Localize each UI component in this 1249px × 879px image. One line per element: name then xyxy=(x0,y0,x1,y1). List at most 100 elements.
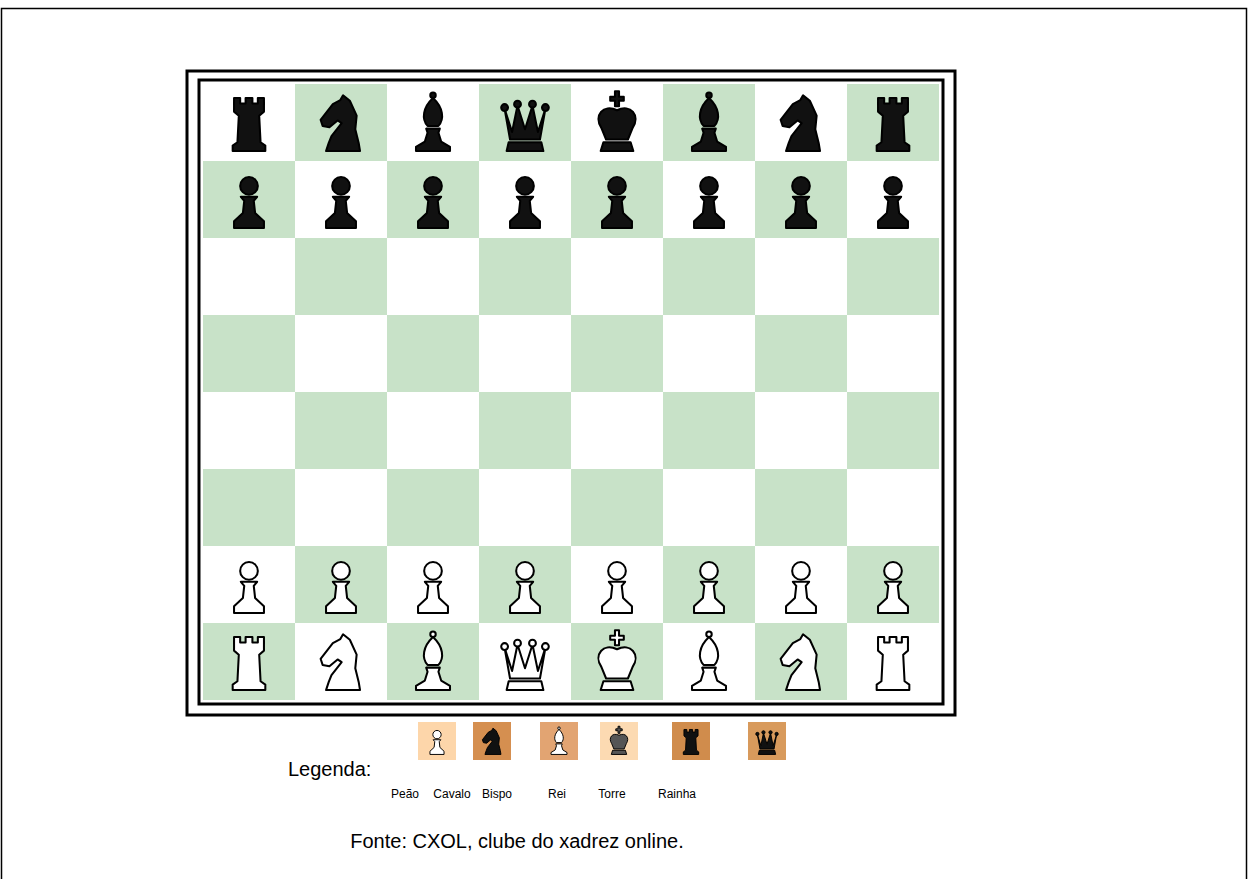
pawn-piece xyxy=(878,562,908,613)
board-square xyxy=(203,84,295,161)
legend-swatch xyxy=(672,722,710,760)
pawn-piece xyxy=(602,562,632,613)
piece-outline xyxy=(602,197,632,228)
board-square xyxy=(387,623,479,700)
piece-outline xyxy=(321,95,360,151)
board-square xyxy=(571,623,663,700)
board-square xyxy=(203,469,295,546)
piece-outline xyxy=(762,731,765,734)
board-square xyxy=(387,84,479,161)
board-square xyxy=(479,546,571,623)
piece-outline xyxy=(601,142,634,151)
board-square xyxy=(571,392,663,469)
legend-swatch xyxy=(540,722,578,760)
piece-outline xyxy=(418,582,448,613)
legend-icons xyxy=(418,722,786,760)
piece-outline xyxy=(878,197,908,228)
piece-outline xyxy=(601,681,634,690)
piece-outline xyxy=(234,197,264,228)
piece-outline xyxy=(792,177,810,195)
pawn-piece xyxy=(786,177,816,228)
pawn-piece xyxy=(234,177,264,228)
pawn-piece xyxy=(326,562,356,613)
bishop-piece xyxy=(692,93,726,151)
piece-outline xyxy=(757,733,776,749)
knight-piece xyxy=(321,634,360,690)
piece-outline xyxy=(514,640,521,647)
piece-outline xyxy=(598,647,635,678)
piece-outline xyxy=(694,582,724,613)
board-square xyxy=(295,469,387,546)
board-square xyxy=(479,161,571,238)
piece-outline xyxy=(510,582,540,613)
piece-outline xyxy=(482,728,501,754)
pawn-piece xyxy=(430,730,444,754)
board-squares xyxy=(203,84,939,700)
piece-outline xyxy=(514,101,521,108)
piece-outline xyxy=(775,732,778,735)
piece-outline xyxy=(700,562,718,580)
rook-piece xyxy=(683,729,698,754)
piece-outline xyxy=(616,726,622,733)
piece-outline xyxy=(234,582,264,613)
legend-label: Bispo xyxy=(482,788,512,802)
board-square xyxy=(571,84,663,161)
board-square xyxy=(571,161,663,238)
piece-outline xyxy=(326,197,356,228)
legend-heading: Legenda: xyxy=(288,758,371,781)
piece-outline xyxy=(233,637,266,690)
piece-outline xyxy=(608,562,626,580)
board-square xyxy=(847,315,939,392)
pawn-piece xyxy=(694,177,724,228)
piece-outline xyxy=(240,562,258,580)
queen-piece xyxy=(501,101,549,151)
piece-outline xyxy=(781,95,820,151)
piece-outline xyxy=(558,727,561,730)
piece-outline xyxy=(416,129,450,151)
board-square xyxy=(387,238,479,315)
piece-outline xyxy=(781,634,820,690)
board-square xyxy=(203,623,295,700)
legend-swatch xyxy=(748,722,786,760)
board-square xyxy=(847,546,939,623)
board-square xyxy=(847,623,939,700)
bishop-piece xyxy=(416,93,450,151)
board-square xyxy=(295,84,387,161)
board-square xyxy=(663,84,755,161)
pawn-piece xyxy=(786,562,816,613)
piece-outline xyxy=(769,731,772,734)
piece-outline xyxy=(608,177,626,195)
piece-outline xyxy=(610,734,627,749)
board-square xyxy=(203,238,295,315)
piece-outline xyxy=(792,562,810,580)
knight-piece xyxy=(781,95,820,151)
legend-label: Cavalo xyxy=(433,788,470,802)
piece-outline xyxy=(786,197,816,228)
legend-swatch xyxy=(418,722,456,760)
legend-swatch xyxy=(473,722,511,760)
board-square xyxy=(387,392,479,469)
board-square xyxy=(387,546,479,623)
piece-outline xyxy=(700,637,718,665)
piece-outline xyxy=(756,732,759,735)
board-square xyxy=(203,392,295,469)
chess-pieces xyxy=(233,91,910,690)
board-square xyxy=(295,392,387,469)
bishop-piece xyxy=(551,727,567,755)
piece-outline xyxy=(692,129,726,151)
legend-label: Rainha xyxy=(658,788,696,802)
pawn-piece xyxy=(418,177,448,228)
piece-outline xyxy=(551,744,567,755)
board-square xyxy=(571,546,663,623)
piece-outline xyxy=(529,101,536,108)
board-square xyxy=(755,315,847,392)
source-caption: Fonte: CXOL, clube do xadrez online. xyxy=(350,830,684,853)
piece-outline xyxy=(700,177,718,195)
king-piece xyxy=(610,726,627,754)
piece-outline xyxy=(233,98,266,151)
pawn-piece xyxy=(510,562,540,613)
board-square xyxy=(571,469,663,546)
board-square xyxy=(203,315,295,392)
